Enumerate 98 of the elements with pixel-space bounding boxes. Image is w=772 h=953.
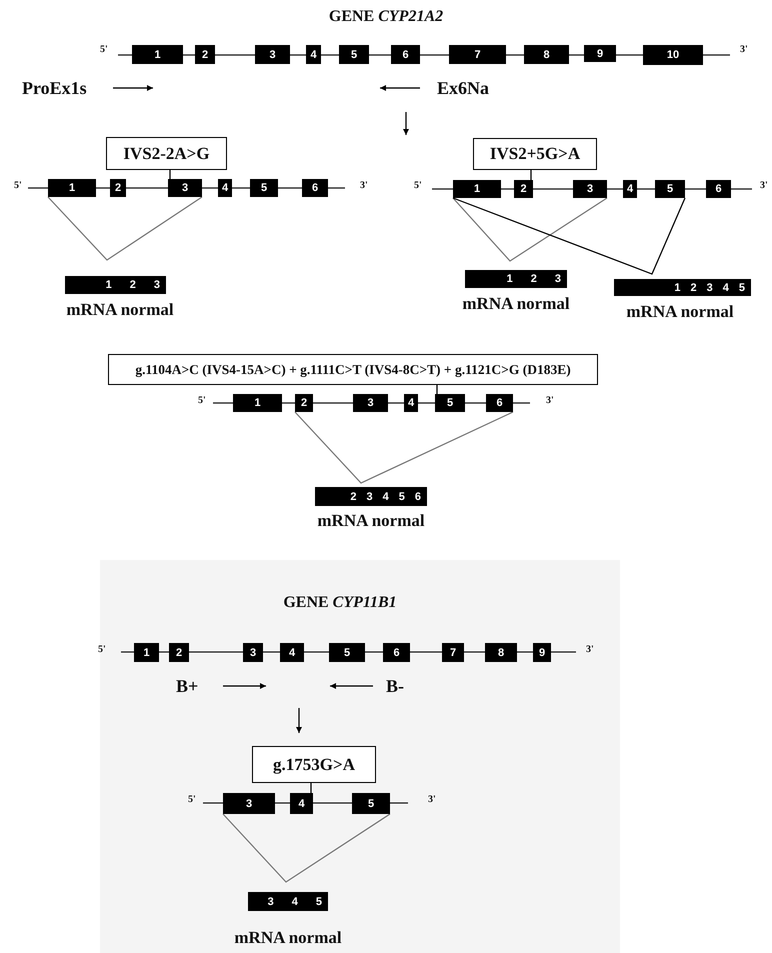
exon-box: 6 [383, 643, 410, 662]
exon-box: 3 [168, 179, 202, 197]
mrna-bar [465, 270, 567, 288]
exon-box: 5 [435, 394, 465, 412]
exon-box: 5 [655, 180, 685, 198]
exon-number: 3 [366, 490, 373, 502]
exon-box: 1 [48, 179, 96, 197]
exon-box: 3 [573, 180, 607, 198]
exon-box: 6 [302, 179, 328, 197]
exon-number: 2 [130, 279, 136, 291]
text-label: 5' [188, 794, 196, 805]
text-label: 3' [428, 794, 436, 805]
text-label: 5' [198, 395, 206, 406]
node-label: mRNA normal [462, 294, 570, 314]
exon-number: 1 [674, 282, 680, 294]
text-label: ProEx1s [22, 78, 87, 99]
exon-box: 5 [250, 179, 278, 197]
exon-box: 4 [306, 45, 321, 64]
exon-number: 6 [414, 490, 421, 502]
exon-number: 5 [316, 896, 322, 908]
exon-box: 4 [404, 394, 418, 412]
mrna-bar [248, 892, 328, 911]
exon-number: 4 [382, 490, 389, 502]
exon-box: 3 [353, 394, 388, 412]
exon-box: 6 [486, 394, 513, 412]
exon-number: 3 [268, 896, 274, 908]
mutation-box: IVS2-2A>G [106, 137, 227, 170]
exon-box: 5 [339, 45, 369, 64]
exon-box: 7 [442, 643, 464, 662]
text-label: 3' [740, 44, 748, 55]
exon-box: 6 [706, 180, 731, 198]
exon-number: 2 [690, 282, 697, 294]
text-label: 3' [546, 395, 554, 406]
exon-number: 2 [350, 490, 356, 502]
exon-box: 4 [623, 180, 637, 198]
text-label: 5' [100, 44, 108, 55]
text-label: 3' [360, 180, 368, 191]
exon-box: 8 [524, 45, 569, 64]
gene-title: GENE CYP11B1 [283, 594, 397, 612]
mutation-box: g.1753G>A [252, 746, 376, 783]
exon-box: 1 [233, 394, 282, 412]
exon-box: 4 [218, 179, 232, 197]
text-label: 5' [14, 180, 22, 191]
exon-box: 5 [329, 643, 365, 662]
exon-box: 1 [132, 45, 183, 64]
exon-box: 9 [584, 45, 616, 62]
exon-box: 4 [290, 793, 313, 814]
text-label: 3' [586, 644, 594, 655]
node-label: mRNA normal [626, 302, 734, 322]
exon-box: 1 [453, 180, 501, 198]
exon-number: 4 [292, 896, 298, 908]
exon-box: 5 [352, 793, 390, 814]
text-label: Ex6Na [437, 78, 490, 99]
exon-box: 7 [449, 45, 506, 64]
exon-box: 8 [485, 643, 517, 662]
exon-number: 3 [154, 279, 160, 291]
exon-number: 5 [398, 490, 405, 502]
text-label: 3' [760, 180, 768, 191]
exon-box: 2 [295, 394, 313, 412]
exon-number: 3 [554, 273, 561, 285]
exon-box: 2 [195, 45, 215, 64]
gene-title: GENE CYP21A2 [328, 8, 444, 26]
splice-line [452, 198, 608, 262]
exon-box: 3 [243, 643, 263, 662]
mrna-bar [614, 279, 751, 296]
exon-box: 2 [514, 180, 533, 198]
exon-box: 10 [643, 45, 703, 65]
splice-line [222, 814, 390, 883]
node-label: mRNA normal [66, 300, 174, 320]
exon-box: 3 [255, 45, 290, 64]
leader-line [310, 783, 312, 793]
exon-number: 2 [530, 273, 537, 285]
exon-box: 4 [280, 643, 304, 662]
leader-line [530, 170, 532, 180]
text-label: 5' [98, 644, 106, 655]
mrna-bar [315, 487, 427, 506]
exon-number: 3 [706, 282, 713, 294]
exon-number: 4 [722, 282, 729, 294]
exon-box: 6 [391, 45, 420, 64]
node-label: mRNA normal [317, 511, 425, 531]
text-label: B- [386, 676, 404, 697]
splice-line [294, 411, 514, 484]
exon-box: 9 [533, 643, 551, 662]
exon-number: 5 [738, 282, 745, 294]
mutation-box: IVS2+5G>A [473, 138, 597, 170]
node-label: mRNA normal [234, 928, 342, 948]
text-label: 5' [414, 180, 422, 191]
mutation-box: g.1104A>C (IVS4-15A>C) + g.1111C>T (IVS4-8C>T) + g.1121C>G (D183E) [108, 354, 598, 385]
text-label: B+ [176, 676, 198, 697]
exon-box: 3 [223, 793, 275, 814]
splice-line [48, 196, 202, 261]
exon-number: 1 [106, 279, 112, 291]
exon-number: 1 [506, 273, 513, 285]
exon-box: 2 [110, 179, 126, 197]
splice-line [452, 197, 686, 275]
mrna-bar [65, 276, 166, 294]
exon-box: 2 [169, 643, 189, 662]
exon-box: 1 [134, 643, 159, 662]
